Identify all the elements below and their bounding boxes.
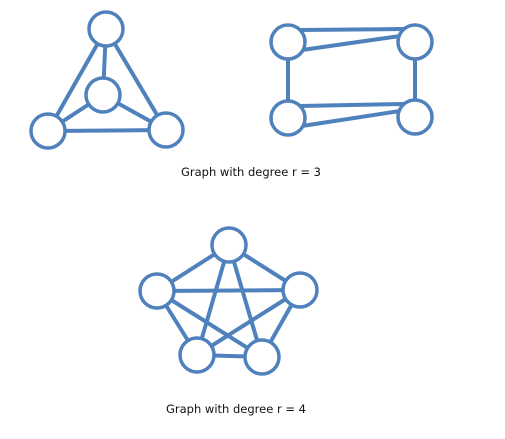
graph-rectangle-pair — [269, 23, 434, 137]
edge-c-d-lower — [300, 109, 402, 128]
edge-c-d — [46, 128, 168, 133]
node-b — [138, 272, 176, 310]
edge-b-c — [155, 288, 302, 293]
node-d — [396, 98, 434, 136]
node-b — [84, 76, 122, 114]
caption-degree-4: Graph with degree r = 4 — [166, 402, 306, 416]
caption-degree-3: Graph with degree r = 3 — [181, 165, 321, 179]
edge-a-d — [195, 243, 231, 357]
node-a — [269, 23, 307, 61]
edge-a-d — [104, 27, 168, 132]
node-c — [269, 99, 307, 137]
node-a — [210, 226, 248, 264]
edge-a-b-upper — [298, 27, 405, 32]
node-c — [281, 271, 319, 309]
edge-a-b-lower — [300, 34, 402, 52]
node-a — [87, 10, 125, 48]
edge-c-d-upper — [298, 102, 405, 108]
edge-a-e — [227, 243, 264, 359]
node-d — [147, 111, 185, 149]
node-e — [243, 338, 281, 376]
graph-tetrahedron — [29, 10, 185, 150]
edge-a-c — [46, 27, 108, 133]
node-b — [396, 23, 434, 61]
edge-b-e — [155, 289, 264, 359]
node-c — [29, 112, 67, 150]
edge-c-d — [195, 288, 302, 357]
node-d — [178, 336, 216, 374]
graph-k5 — [138, 226, 319, 376]
